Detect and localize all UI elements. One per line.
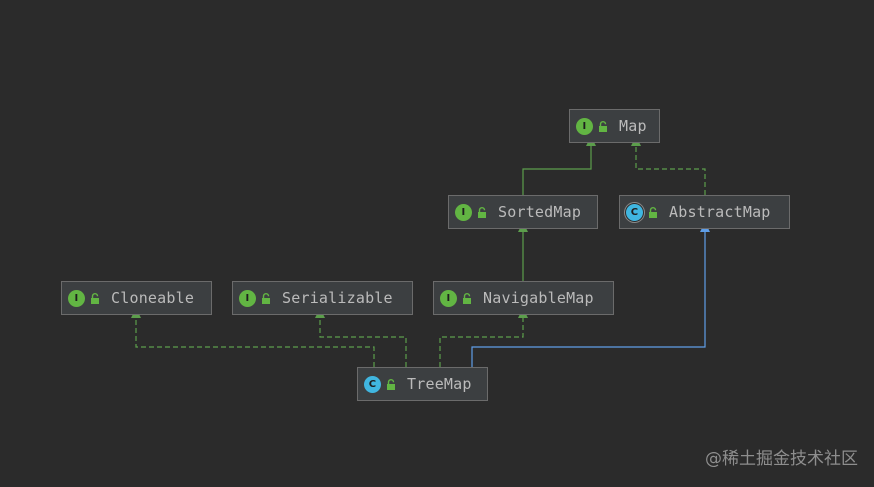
interface-icon: I xyxy=(68,289,85,307)
node-serializable[interactable]: I Serializable xyxy=(232,281,413,315)
node-cloneable[interactable]: I Cloneable xyxy=(61,281,212,315)
interface-icon: I xyxy=(576,117,593,135)
node-label: NavigableMap xyxy=(483,289,594,307)
lock-icon xyxy=(387,378,395,390)
node-label: SortedMap xyxy=(498,203,582,221)
lock-icon xyxy=(599,120,607,132)
interface-icon: I xyxy=(455,203,472,221)
node-label: TreeMap xyxy=(407,375,472,393)
interface-icon: I xyxy=(239,289,256,307)
lock-icon xyxy=(262,292,270,304)
node-label: Serializable xyxy=(282,289,393,307)
lock-icon xyxy=(463,292,471,304)
edge-treemap-to-abstractmap xyxy=(471,222,710,367)
class-icon: C xyxy=(364,375,381,393)
node-map[interactable]: I Map xyxy=(569,109,660,143)
lock-icon xyxy=(478,206,486,218)
edge-treemap-to-navigablemap xyxy=(439,308,528,367)
lock-icon xyxy=(649,206,657,218)
node-sortedmap[interactable]: I SortedMap xyxy=(448,195,598,229)
abstract-class-icon: C xyxy=(626,203,643,221)
interface-icon: I xyxy=(440,289,457,307)
node-navigablemap[interactable]: I NavigableMap xyxy=(433,281,614,315)
node-treemap[interactable]: C TreeMap xyxy=(357,367,488,401)
edge-sortedmap-to-map xyxy=(522,136,596,195)
watermark: @稀土掘金技术社区 xyxy=(705,449,858,469)
node-abstractmap[interactable]: C AbstractMap xyxy=(619,195,790,229)
lock-icon xyxy=(91,292,99,304)
edge-treemap-to-cloneable xyxy=(131,308,375,367)
edge-abstractmap-to-map xyxy=(631,136,706,195)
node-label: Cloneable xyxy=(111,289,195,307)
edge-treemap-to-serializable xyxy=(315,308,407,367)
node-label: AbstractMap xyxy=(669,203,771,221)
node-label: Map xyxy=(619,117,647,135)
